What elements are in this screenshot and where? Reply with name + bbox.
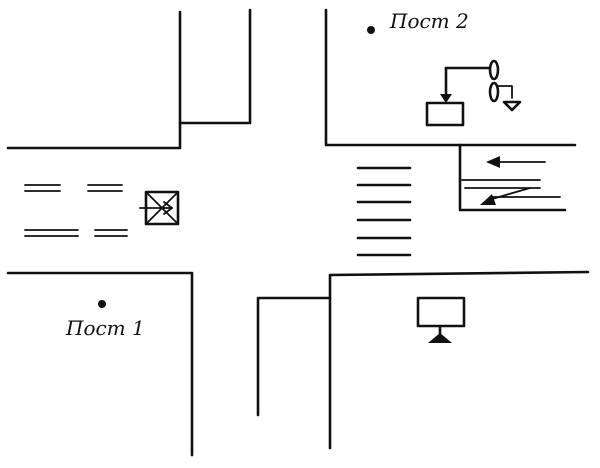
road-edge-bottom-right (328, 270, 590, 450)
lane-markings-west (24, 184, 128, 237)
vehicle-icon (139, 190, 180, 226)
road-edge-top-left (6, 10, 182, 150)
crosswalk (356, 166, 412, 257)
road-edge-top-right (324, 8, 577, 147)
road-edges (6, 8, 590, 457)
post-1-label: Пост 1 (65, 316, 145, 340)
post-2-marker (367, 26, 375, 34)
median-south (256, 296, 332, 417)
arrow-icon (486, 156, 546, 168)
east-approach-lanes (458, 143, 567, 212)
post-2-label: Пост 2 (389, 9, 469, 33)
median-north (178, 8, 252, 125)
barrier-icon (416, 296, 466, 343)
traffic-light-icon (425, 59, 522, 127)
arrow-icon (480, 187, 531, 205)
road-edge-bottom-left (6, 271, 194, 457)
lane-divider-east (458, 143, 567, 212)
post-1-marker (98, 300, 106, 308)
